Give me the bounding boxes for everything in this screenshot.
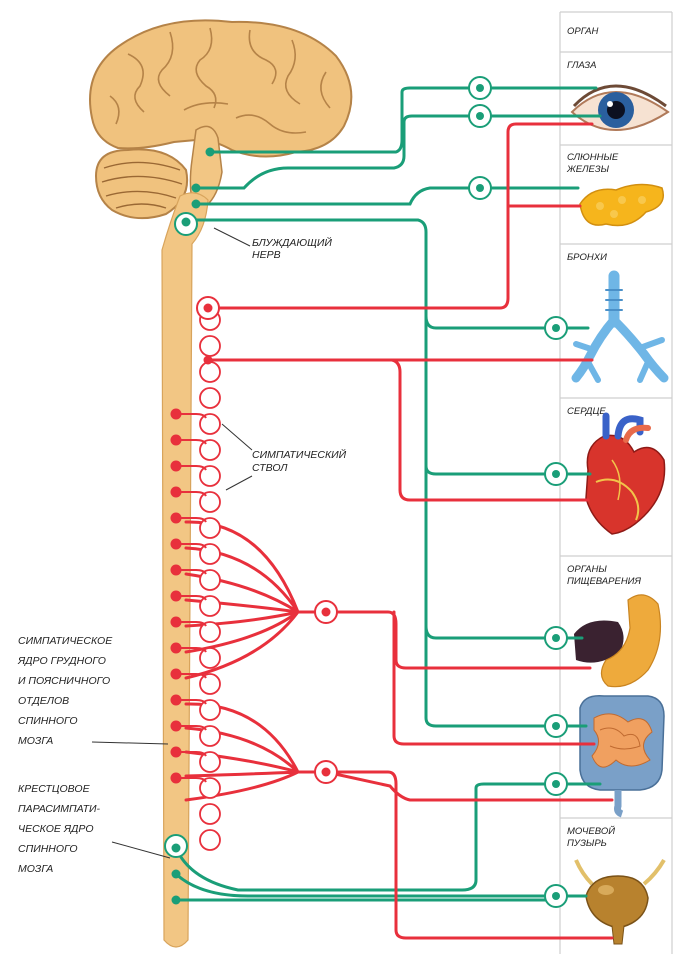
organ-label-eyes: ГЛАЗА	[567, 60, 596, 71]
organ-label-digestive-2: ПИЩЕВАРЕНИЯ	[567, 576, 641, 587]
organ-column-title: ОРГАН	[567, 26, 598, 37]
sympathetic-nucleus-label-6: МОЗГА	[18, 735, 53, 747]
trunk-ganglion	[200, 492, 220, 512]
sympathetic-nucleus-label-1: СИМПАТИЧЕСКОЕ	[18, 635, 113, 647]
bladder-icon	[576, 860, 664, 944]
sympathetic-nucleus-label-3: И ПОЯСНИЧНОГО	[18, 675, 110, 687]
trunk-ganglion	[200, 570, 220, 590]
trunk-ganglion	[200, 700, 220, 720]
trunk-ganglion	[200, 362, 220, 382]
sacral-nucleus-label-1: КРЕСТЦОВОЕ	[18, 783, 91, 795]
digestive-organs-icon	[574, 595, 664, 814]
sympathetic-nodes	[204, 304, 331, 777]
trunk-ganglion	[200, 414, 220, 434]
trunk-ganglion	[200, 388, 220, 408]
organ-label-bladder-2: ПУЗЫРЬ	[567, 838, 607, 849]
organ-label-salivary-2: ЖЕЛЕЗЫ	[566, 164, 610, 175]
trunk-ganglion	[200, 596, 220, 616]
vagus-nerve-label-2: НЕРВ	[252, 249, 281, 261]
sympathetic-trunk-chain	[200, 310, 220, 850]
trunk-ganglion	[200, 804, 220, 824]
organ-label-heart: СЕРДЦЕ	[567, 406, 606, 417]
sympathetic-trunk-label-2: СТВОЛ	[252, 462, 288, 474]
trunk-ganglion	[200, 544, 220, 564]
trunk-ganglion	[200, 752, 220, 772]
sympathetic-trunk-label-1: СИМПАТИЧЕСКИЙ	[252, 448, 347, 461]
sympathetic-nucleus-label-5: СПИННОГО	[18, 715, 78, 727]
trunk-ganglion	[200, 336, 220, 356]
sacral-nucleus-label-2: ПАРАСИМПАТИ-	[18, 803, 101, 815]
heart-icon	[586, 416, 665, 534]
organ-label-bladder-1: МОЧЕВОЙ	[567, 825, 615, 837]
organ-label-digestive-1: ОРГАНЫ	[567, 564, 607, 575]
trunk-ganglion	[200, 726, 220, 746]
sacral-nucleus-label-3: ЧЕСКОЕ ЯДРО	[18, 823, 94, 835]
trunk-ganglion	[200, 778, 220, 798]
sacral-nucleus-label-5: МОЗГА	[18, 863, 53, 875]
trunk-ganglion	[200, 622, 220, 642]
sympathetic-nucleus-label-4: ОТДЕЛОВ	[18, 695, 69, 707]
trunk-ganglion	[200, 518, 220, 538]
vagus-nerve-label-1: БЛУЖДАЮЩИЙ	[252, 236, 332, 249]
trunk-ganglion	[200, 674, 220, 694]
organ-label-bronchi: БРОНХИ	[567, 252, 607, 263]
trunk-ganglion	[200, 830, 220, 850]
parasympathetic-pathways	[176, 88, 600, 900]
sympathetic-nucleus-label-2: ЯДРО ГРУДНОГО	[17, 655, 106, 667]
sacral-nucleus-label-4: СПИННОГО	[18, 843, 78, 855]
salivary-gland-icon	[580, 184, 663, 225]
trunk-ganglion	[200, 440, 220, 460]
organ-label-salivary-1: СЛЮННЫЕ	[567, 152, 619, 163]
trunk-ganglion	[200, 466, 220, 486]
trunk-ganglion	[200, 648, 220, 668]
